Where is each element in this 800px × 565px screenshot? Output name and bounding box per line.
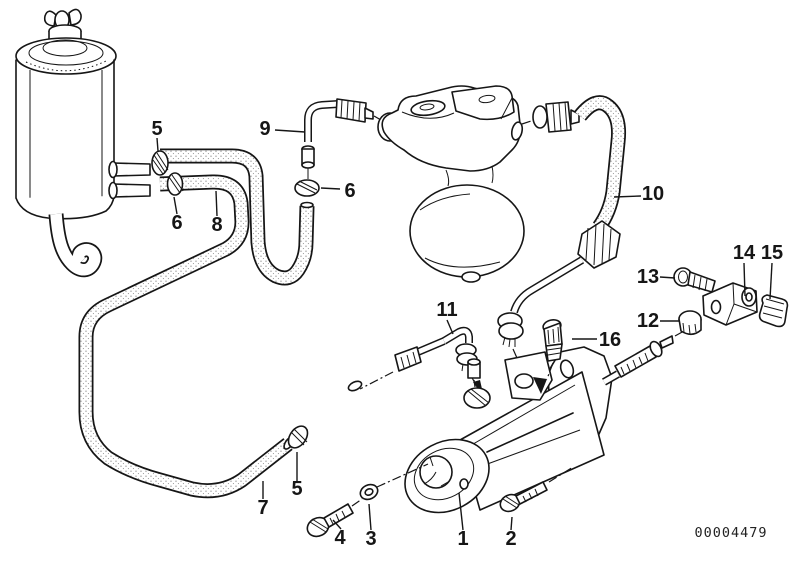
- callout-label-1[interactable]: 1: [457, 528, 468, 550]
- bolt-4: [306, 498, 363, 538]
- callout-part-13[interactable]: 13: [637, 266, 676, 288]
- callout-part-9[interactable]: 9: [259, 118, 306, 140]
- callout-label-3[interactable]: 3: [365, 528, 376, 550]
- washer-3: [359, 463, 429, 501]
- callout-label-8[interactable]: 8: [211, 214, 222, 236]
- pressure-hose-10: [497, 95, 626, 368]
- callout-part-3[interactable]: 3: [365, 503, 377, 550]
- pressure-pipe-11: [347, 326, 484, 398]
- nut-12: [678, 310, 702, 336]
- callout-label-15[interactable]: 15: [761, 242, 783, 264]
- callout-part-5-hose-end[interactable]: 5: [291, 452, 303, 500]
- callout-part-5-reservoir[interactable]: 5: [151, 118, 163, 152]
- hose-clamp-5a: [151, 150, 169, 176]
- hose-to-pump: [160, 148, 315, 286]
- callout-label-9[interactable]: 9: [259, 118, 270, 140]
- pressure-accumulator-sphere: [409, 184, 525, 283]
- hose-clamp-6a: [166, 172, 184, 196]
- bolt-2: [499, 466, 574, 513]
- callout-label-12[interactable]: 12: [637, 310, 659, 332]
- hose-clamp-6b: [294, 179, 320, 197]
- reservoir-drain-tube: [48, 213, 103, 278]
- callout-label-2[interactable]: 2: [505, 528, 516, 550]
- callout-label-6b[interactable]: 6: [344, 180, 355, 202]
- callout-part-4[interactable]: 4: [332, 519, 346, 549]
- valve-plug-16: [542, 319, 563, 380]
- callout-part-2[interactable]: 2: [505, 516, 517, 550]
- callout-label-5[interactable]: 5: [151, 118, 162, 140]
- callout-part-1[interactable]: 1: [457, 492, 469, 550]
- callout-label-16[interactable]: 16: [599, 329, 621, 351]
- callout-part-12[interactable]: 12: [637, 310, 680, 332]
- callout-label-4[interactable]: 4: [334, 527, 346, 549]
- callout-label-13[interactable]: 13: [637, 266, 659, 288]
- callout-part-8[interactable]: 8: [211, 190, 223, 236]
- callout-part-7[interactable]: 7: [257, 481, 269, 519]
- hydraulic-pump-body: [377, 85, 524, 187]
- suction-pipe-9: [301, 98, 382, 179]
- callout-label-7[interactable]: 7: [257, 497, 268, 519]
- clip-15: [758, 294, 789, 328]
- hose-long-return: [78, 174, 295, 499]
- bolt-13: [673, 267, 738, 301]
- reservoir-outlet-fittings: [108, 160, 151, 200]
- callout-part-11[interactable]: 11: [436, 299, 458, 335]
- master-cylinder: [404, 330, 685, 514]
- callout-part-10[interactable]: 10: [613, 183, 664, 205]
- callout-part-6-pump[interactable]: 6: [320, 180, 356, 202]
- callout-label-14[interactable]: 14: [733, 242, 756, 264]
- callout-label-5b[interactable]: 5: [291, 478, 302, 500]
- callout-label-6[interactable]: 6: [171, 212, 182, 234]
- bracket-block-14: [702, 282, 758, 326]
- fluid-reservoir: [15, 8, 151, 278]
- figure-number: 00004479: [694, 525, 767, 541]
- hose-clamp-5b: [287, 425, 309, 449]
- callout-label-11[interactable]: 11: [436, 299, 457, 321]
- callout-part-16[interactable]: 16: [572, 329, 621, 351]
- callout-part-6-reservoir[interactable]: 6: [171, 196, 183, 234]
- callout-part-14[interactable]: 14: [733, 242, 756, 297]
- callout-part-15[interactable]: 15: [761, 242, 783, 300]
- callout-label-10[interactable]: 10: [642, 183, 664, 205]
